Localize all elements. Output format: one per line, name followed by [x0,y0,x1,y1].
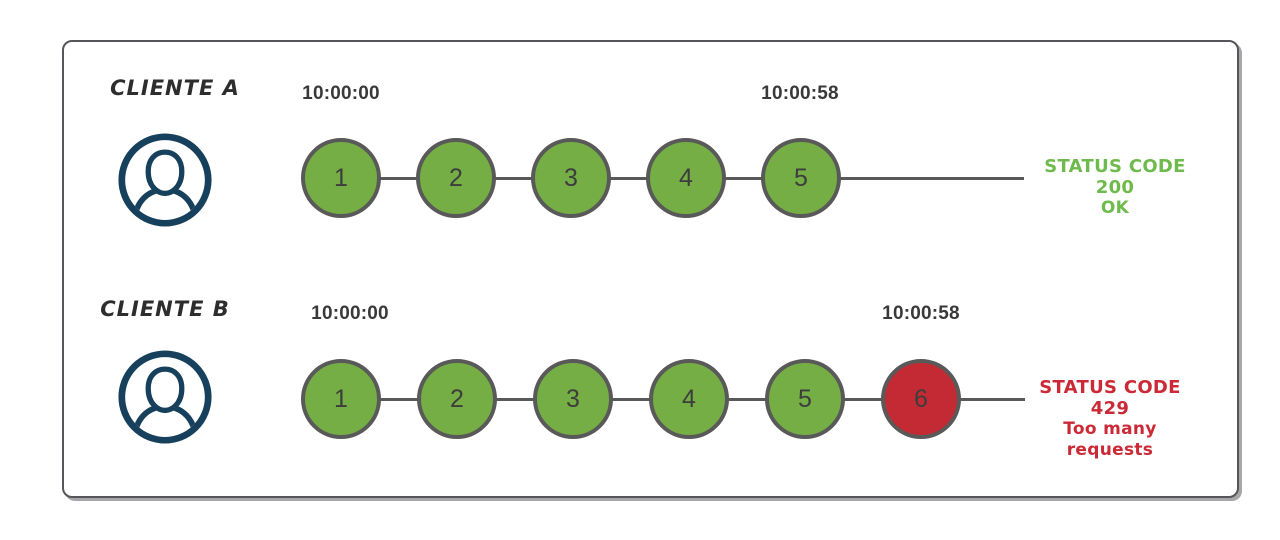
row-b-status-code: STATUS CODE 429 [1039,377,1181,419]
row-a-request-4: 4 [646,138,726,218]
row-a-request-1: 1 [301,138,381,218]
client-b-label: CLIENTE B [100,297,230,321]
row-b-request-1: 1 [301,359,381,439]
client-b-user-icon [118,350,212,444]
row-a-start-timestamp: 10:00:00 [302,83,380,104]
row-b-request-3: 3 [533,359,613,439]
client-a-label: CLIENTE A [110,76,240,100]
row-b-request-4: 4 [649,359,729,439]
row-a-request-5: 5 [761,138,841,218]
row-a-request-3: 3 [531,138,611,218]
diagram-frame [62,40,1239,498]
client-a-user-icon [118,133,212,227]
row-b-request-6-rate-limited: 6 [881,359,961,439]
row-b-request-5: 5 [765,359,845,439]
row-a-end-timestamp: 10:00:58 [761,83,839,104]
row-b-status-message: Too many requests [1063,419,1157,460]
row-a-status-message: OK [1100,198,1130,218]
row-a-status-code: STATUS CODE 200 [1044,156,1186,198]
row-a-status-text: STATUS CODE 200 OK [1025,156,1205,219]
row-a-request-2: 2 [416,138,496,218]
row-b-request-2: 2 [417,359,497,439]
row-b-status-text: STATUS CODE 429 Too many requests [1020,377,1200,461]
row-b-start-timestamp: 10:00:00 [311,303,389,324]
row-b-end-timestamp: 10:00:58 [882,303,960,324]
